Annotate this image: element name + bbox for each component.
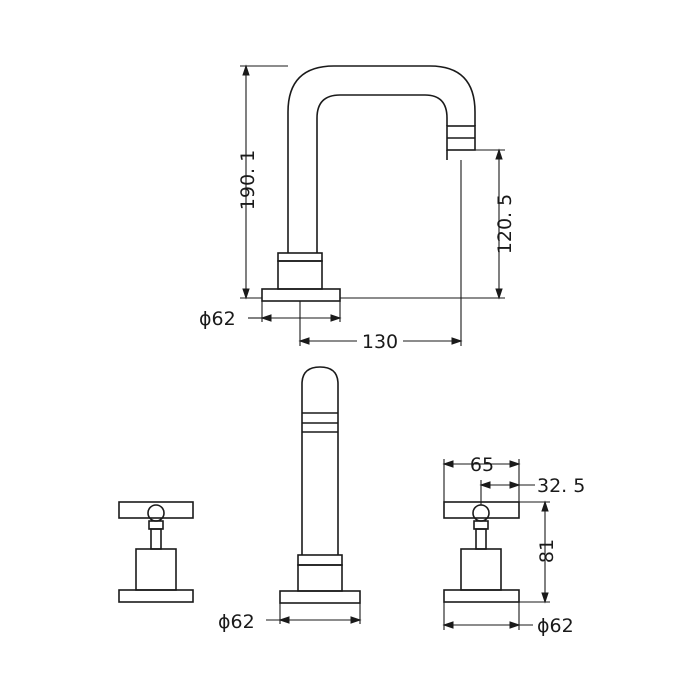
dim-handle-base-diameter: ϕ62 [537,615,574,637]
dim-spout-base-diameter: ϕ62 [218,611,255,633]
dim-total-height: 190. 1 [237,150,259,210]
dim-handle-half-width: 32. 5 [537,475,585,497]
dim-handle-width: 65 [470,454,494,476]
body-base [277,260,323,290]
dim-spout-reach: 130 [362,331,398,353]
side-view: 190. 1 120. 5 ϕ62 130 [199,64,516,353]
center-spout: ϕ62 [218,366,362,633]
dim-handle-height: 81 [536,539,558,563]
left-handle [118,501,194,603]
spout-inner-outline [316,94,448,253]
spout-outline [287,65,476,253]
right-handle: 65 32. 5 81 ϕ62 [442,454,585,637]
front-view: ϕ62 65 32. 5 [118,366,585,637]
base-plate [261,288,341,302]
body-collar [277,252,323,262]
dim-side-base-diameter: ϕ62 [199,308,236,330]
dim-spout-height: 120. 5 [494,194,516,254]
